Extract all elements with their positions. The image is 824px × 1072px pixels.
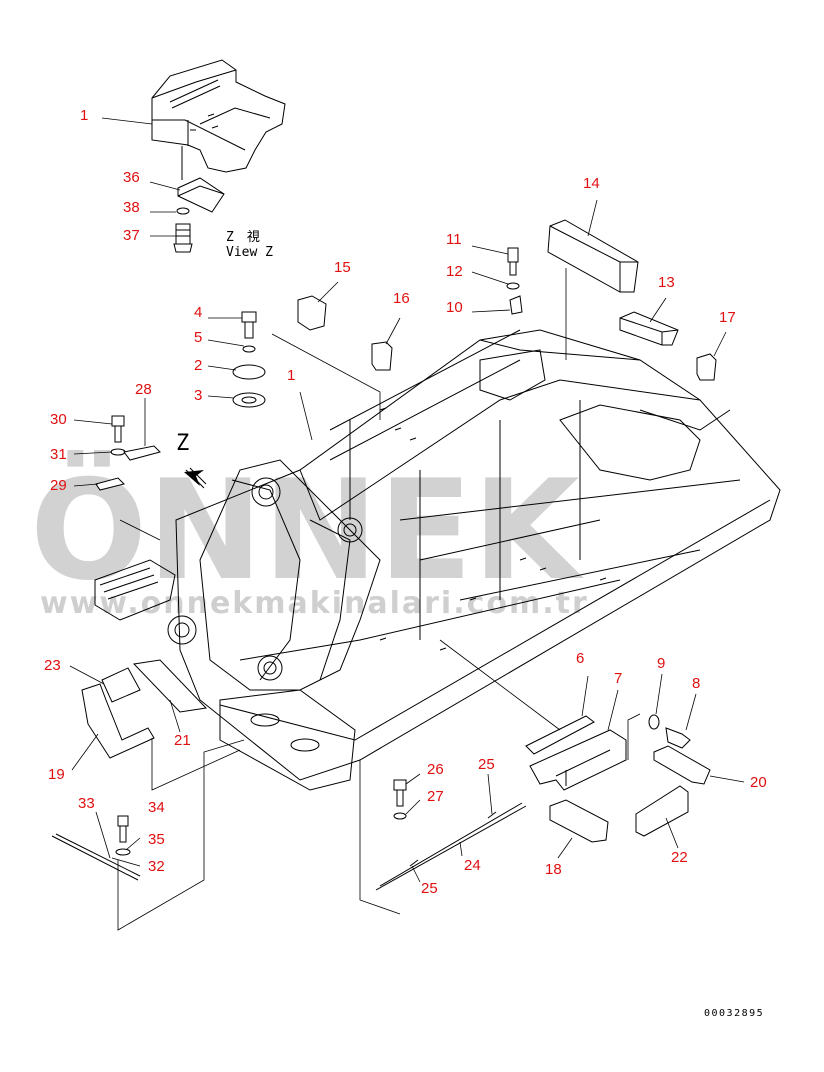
callout-8: 8 xyxy=(692,675,700,692)
callout-17: 17 xyxy=(719,309,736,326)
revolving-frame xyxy=(94,329,781,791)
callout-35: 35 xyxy=(148,831,165,848)
callout-15: 15 xyxy=(334,259,351,276)
callout-6: 6 xyxy=(576,650,584,667)
callout-19: 19 xyxy=(48,766,65,783)
callout-14: 14 xyxy=(583,175,600,192)
callout-1b: 1 xyxy=(287,367,295,384)
view-z-arrow xyxy=(184,467,207,489)
callout-31: 31 xyxy=(50,446,67,463)
callout-13: 13 xyxy=(658,274,675,291)
callout-38: 38 xyxy=(123,199,140,216)
callout-34: 34 xyxy=(148,799,165,816)
callout-16: 16 xyxy=(393,290,410,307)
callout-18: 18 xyxy=(545,861,562,878)
callout-28: 28 xyxy=(135,381,152,398)
callout-33: 33 xyxy=(78,795,95,812)
callout-22: 22 xyxy=(671,849,688,866)
callout-10: 10 xyxy=(446,299,463,316)
callout-29: 29 xyxy=(50,477,67,494)
callout-11: 11 xyxy=(446,231,462,248)
view-z-label-jp: Z 視 xyxy=(226,230,260,245)
callout-23: 23 xyxy=(44,657,61,674)
leader-lines xyxy=(69,117,745,931)
loose-parts xyxy=(51,219,717,891)
callout-7: 7 xyxy=(614,670,622,687)
callout-32: 32 xyxy=(148,858,165,875)
callout-21: 21 xyxy=(174,732,191,749)
callout-3: 3 xyxy=(194,387,202,404)
watermark-logo-text: ÖNNEK xyxy=(30,450,585,611)
callout-4: 4 xyxy=(194,304,202,321)
callout-5: 5 xyxy=(194,329,202,346)
callout-37: 37 xyxy=(123,227,140,244)
callout-9: 9 xyxy=(657,655,665,672)
callouts: 1 36 38 37 14 11 12 10 13 15 16 17 4 5 2… xyxy=(44,107,767,897)
z-marker: Z xyxy=(176,431,189,456)
callout-26: 26 xyxy=(427,761,444,778)
callout-30: 30 xyxy=(50,411,67,428)
view-z-detail xyxy=(151,59,286,253)
callout-25b: 25 xyxy=(421,880,438,897)
watermark: ÖNNEK www.onnekmakinalari.com.tr xyxy=(30,450,589,621)
callout-27: 27 xyxy=(427,788,444,805)
callout-24: 24 xyxy=(464,857,481,874)
callout-1a: 1 xyxy=(80,107,88,124)
callout-12: 12 xyxy=(446,263,463,280)
document-number: 00032895 xyxy=(704,1008,764,1019)
view-z-label-en: View Z xyxy=(226,245,273,260)
callout-2: 2 xyxy=(194,357,202,374)
callout-20: 20 xyxy=(750,774,767,791)
watermark-url: www.onnekmakinalari.com.tr xyxy=(40,586,589,621)
callout-36: 36 xyxy=(123,169,140,186)
callout-25a: 25 xyxy=(478,756,495,773)
